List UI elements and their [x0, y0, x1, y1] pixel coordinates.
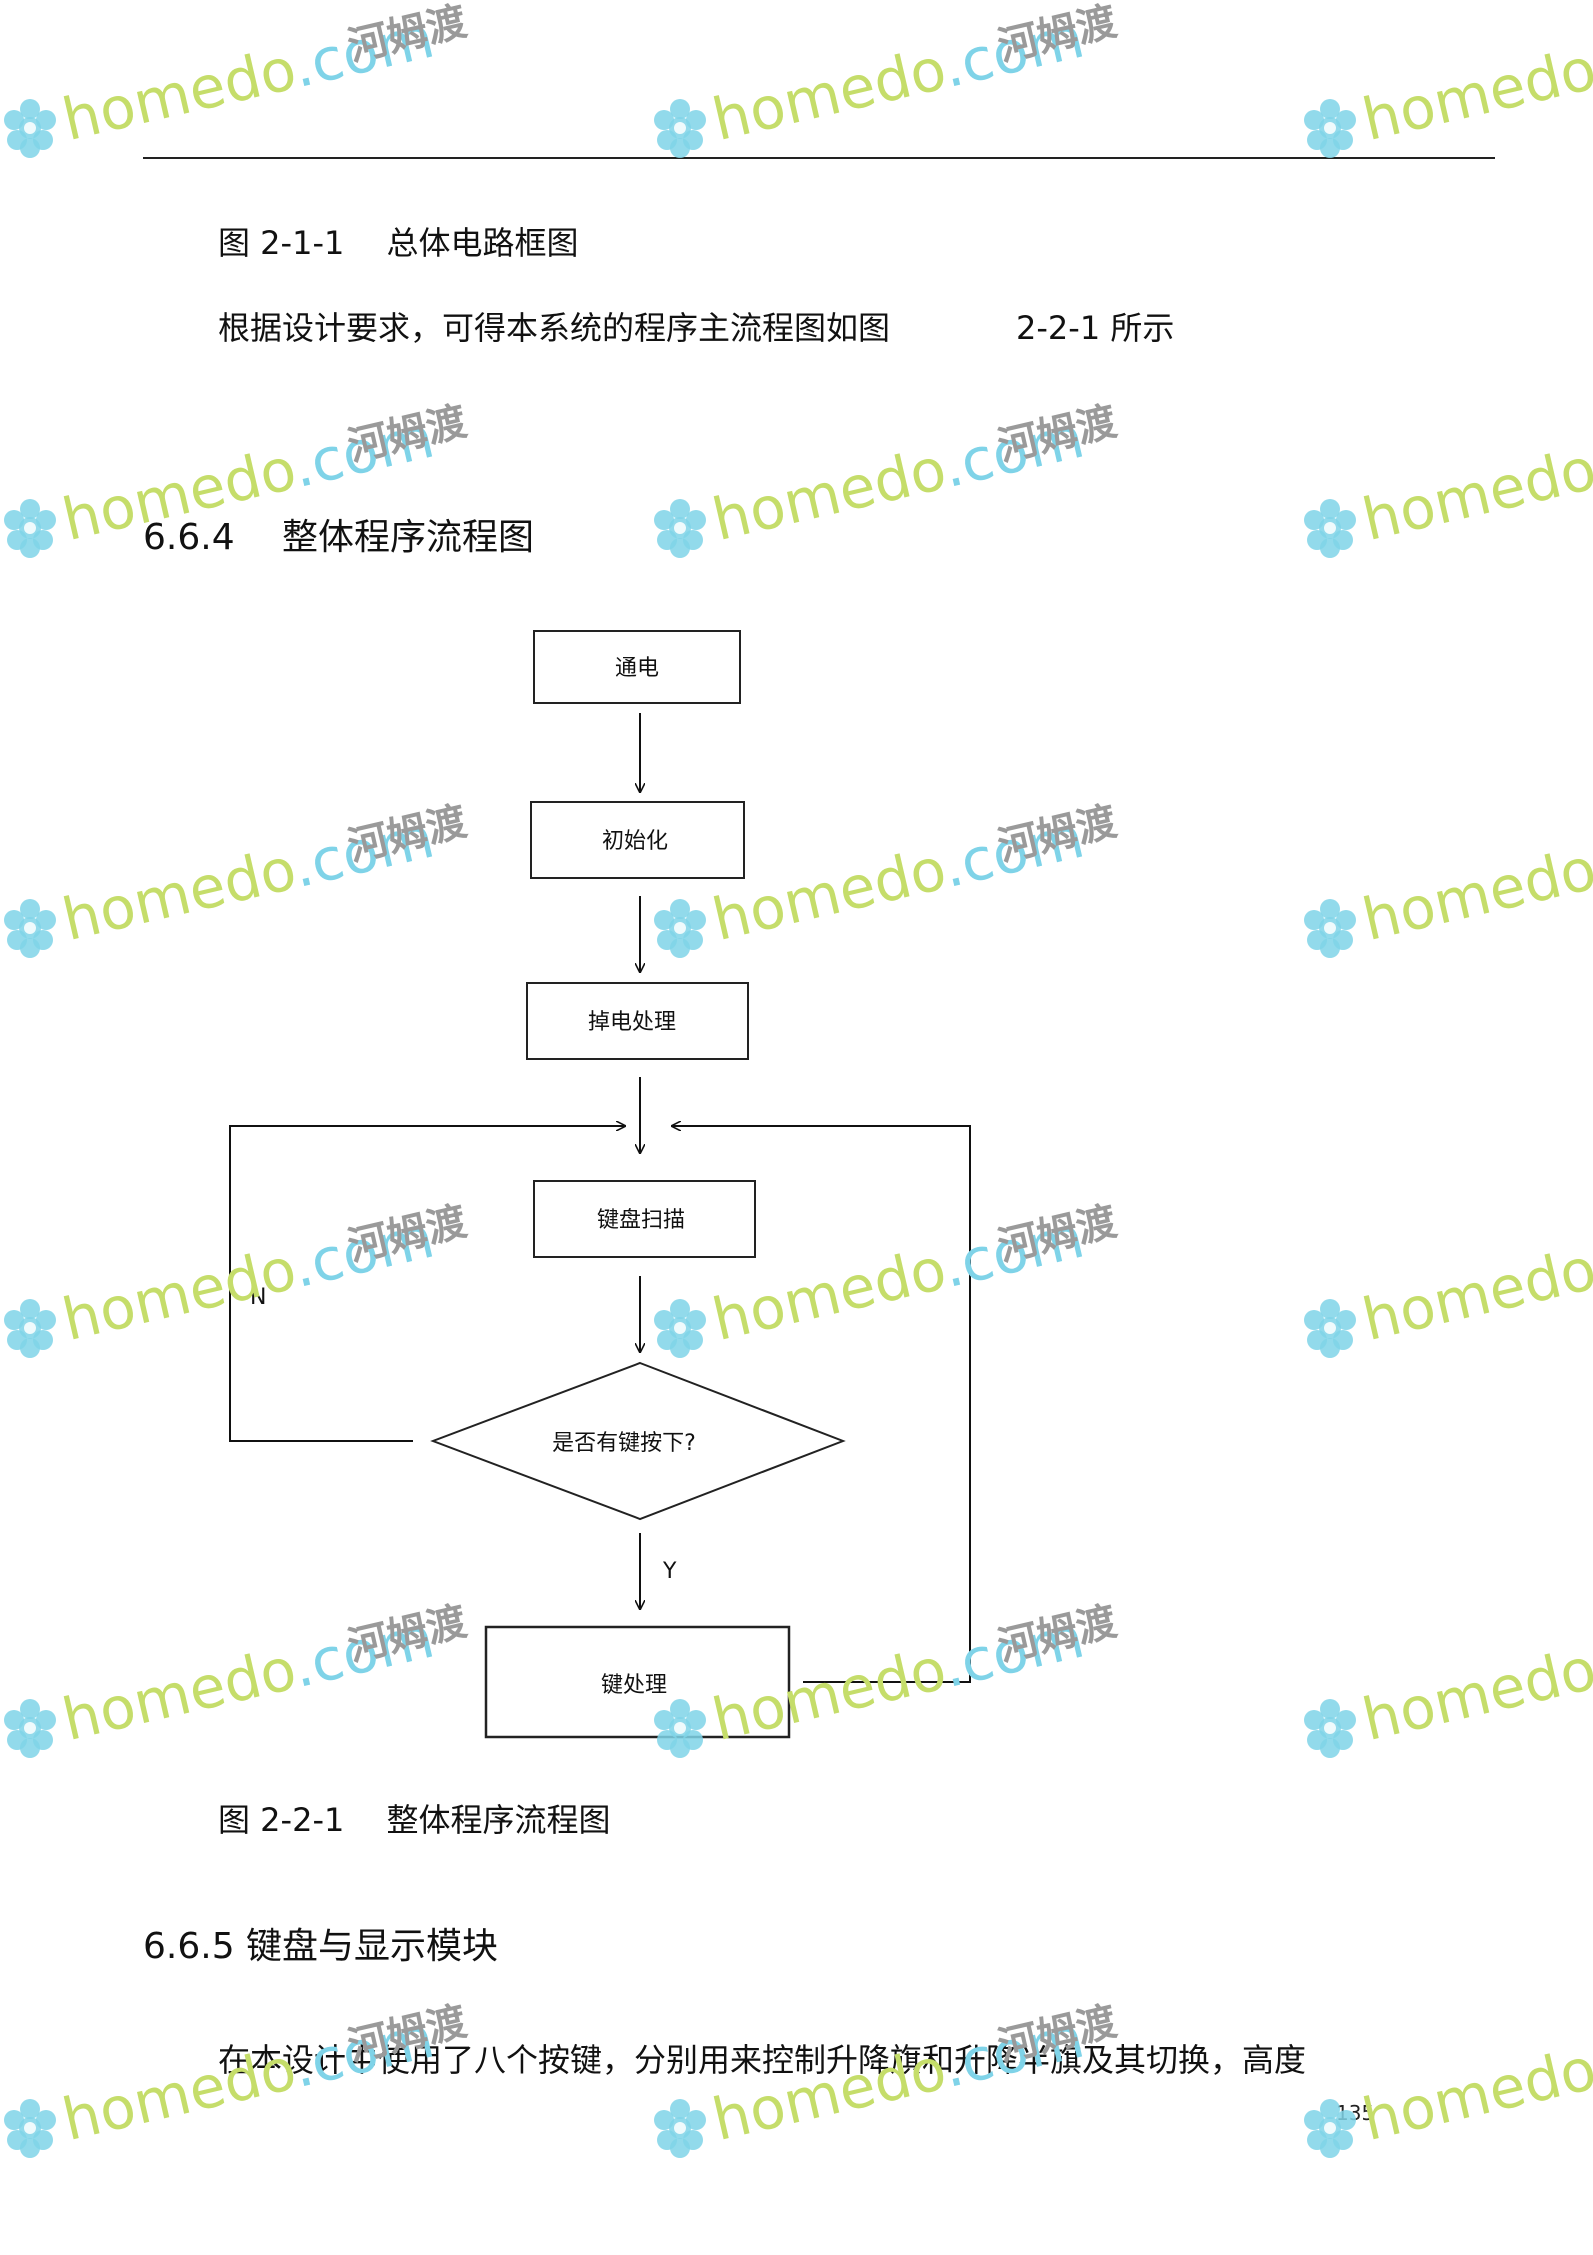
- edge-yes-label: Y: [662, 1559, 677, 1584]
- node-power-on: 通电: [533, 630, 741, 704]
- node-key-scan: 键盘扫描: [533, 1180, 756, 1258]
- figure-caption-2: 图 2-2-1 整体程序流程图: [218, 1801, 611, 1839]
- edge-no-label: N: [250, 1285, 266, 1310]
- node-key-process: 键处理: [484, 1625, 791, 1739]
- node-power-loss: 掉电处理: [526, 982, 749, 1060]
- figure-caption-1: 图 2-1-1 总体电路框图: [218, 224, 579, 262]
- body-text: 在本设计中使用了八个按键，分别用来控制升降旗和升降半旗及其切换，高度: [218, 2041, 1307, 2079]
- node-key-pressed-label: 是否有键按下?: [552, 1431, 696, 1456]
- node-key-process-label: 键处理: [601, 1673, 667, 1698]
- intro-text: 根据设计要求，可得本系统的程序主流程图如图: [218, 309, 891, 347]
- node-key-scan-label: 键盘扫描: [597, 1208, 685, 1233]
- node-key-pressed-decision: 是否有键按下?: [430, 1361, 846, 1521]
- arrow-no-loop: [229, 1126, 625, 1442]
- section-heading-1: 6.6.4 整体程序流程图: [143, 517, 535, 558]
- node-init: 初始化: [530, 801, 745, 879]
- intro-figure-ref: 2-2-1 所示: [1016, 309, 1175, 347]
- section-heading-2: 6.6.5 键盘与显示模块: [143, 1926, 499, 1967]
- page-number: 135: [1336, 2101, 1375, 2125]
- node-power-loss-label: 掉电处理: [588, 1010, 676, 1035]
- header-rule: [143, 157, 1495, 159]
- node-init-label: 初始化: [602, 829, 668, 854]
- node-power-on-label: 通电: [615, 656, 659, 681]
- arrow-return-loop: [672, 1126, 971, 1683]
